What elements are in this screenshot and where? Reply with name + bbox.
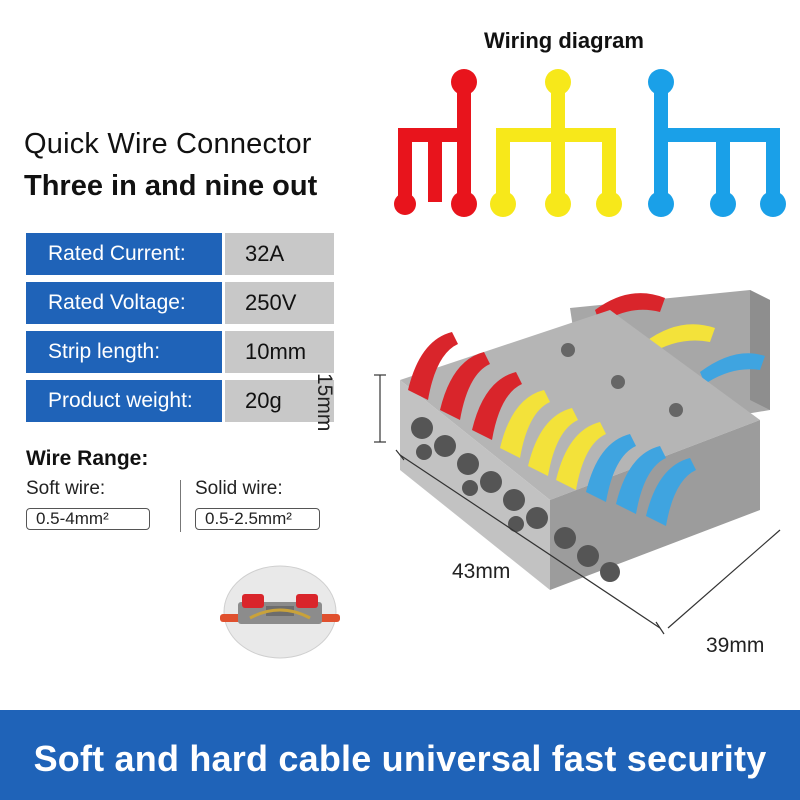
wiring-diagram-title: Wiring diagram <box>484 28 644 53</box>
product-title: Quick Wire Connector <box>24 128 312 160</box>
soft-wire-value: 0.5-4mm² <box>26 508 150 530</box>
connector-illustration <box>400 290 770 590</box>
spec-value: 20g <box>225 380 334 422</box>
wiring-diagram <box>394 69 786 217</box>
spec-row-strip-length: Strip length: 10mm <box>26 331 334 373</box>
spec-label: Rated Current: <box>26 233 222 275</box>
spec-value: 250V <box>225 282 334 324</box>
bottom-banner <box>0 710 800 800</box>
cross-section-inset <box>220 565 340 659</box>
spec-value: 32A <box>225 233 334 275</box>
dimension-depth: 39mm <box>706 634 765 657</box>
front-levers <box>408 332 696 526</box>
product-subtitle: Three in and nine out <box>24 170 318 202</box>
dimension-lines <box>374 374 781 635</box>
solid-wire-value: 0.5-2.5mm² <box>195 508 320 530</box>
wire-range-divider <box>180 480 181 532</box>
lever-yellow-rear <box>645 324 715 354</box>
banner-slogan: Soft and hard cable universal fast secur… <box>33 738 767 779</box>
blue-wiring-icon <box>648 69 786 217</box>
dimension-height: 15mm <box>313 373 336 432</box>
wire-range-title: Wire Range: <box>26 447 149 470</box>
red-wiring-icon <box>394 69 477 217</box>
soft-wire-label: Soft wire: <box>26 478 106 499</box>
spec-value: 10mm <box>225 331 334 373</box>
lever-blue-rear <box>700 353 765 384</box>
yellow-wiring-icon <box>490 69 622 217</box>
dimension-width: 43mm <box>452 560 511 583</box>
spec-row-current: Rated Current: 32A <box>26 233 334 275</box>
spec-label: Strip length: <box>26 331 222 373</box>
spec-row-voltage: Rated Voltage: 250V <box>26 282 334 324</box>
spec-label: Rated Voltage: <box>26 282 222 324</box>
spec-label: Product weight: <box>26 380 222 422</box>
solid-wire-label: Solid wire: <box>195 478 283 499</box>
spec-row-weight: Product weight: 20g <box>26 380 334 422</box>
